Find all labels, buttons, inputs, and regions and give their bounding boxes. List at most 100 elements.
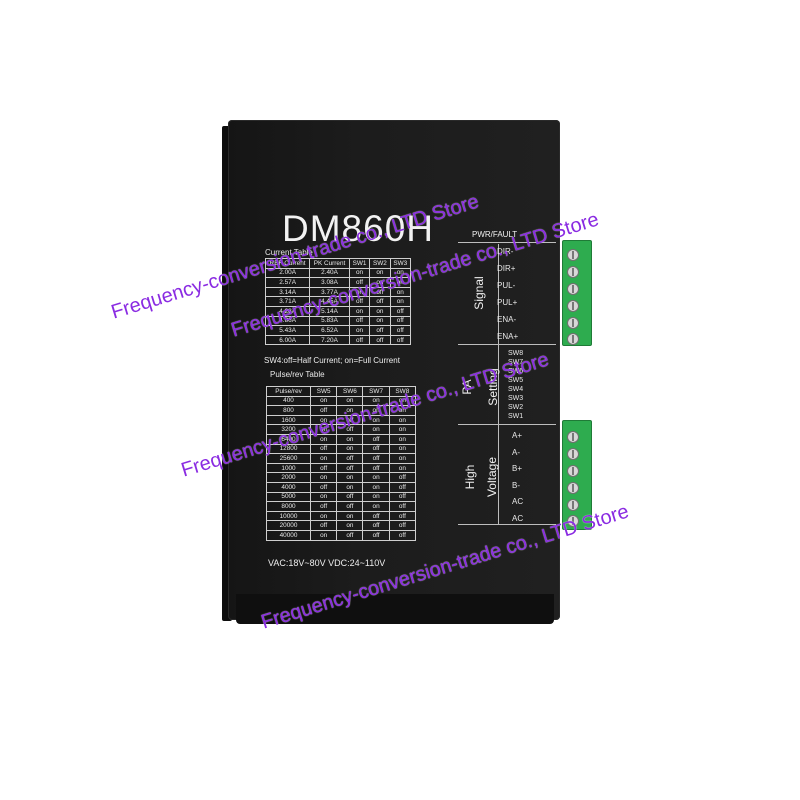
table-cell: off	[388, 510, 417, 522]
pin-pul-minus: PUL-	[497, 281, 516, 290]
screw-terminal	[567, 266, 579, 278]
power-terminal-block	[562, 420, 592, 530]
switch-label-sw2: SW2	[508, 404, 524, 411]
screw-terminal	[567, 283, 579, 295]
table-cell: off	[388, 501, 417, 512]
pin-ena-plus: ENA+	[497, 332, 519, 341]
table-cell: on	[310, 472, 338, 483]
table-cell: 20000	[265, 520, 312, 531]
table-header-cell: SW2	[369, 258, 391, 269]
table-cell: on	[388, 462, 417, 474]
screw-terminal	[567, 431, 579, 443]
table-cell: 800	[265, 405, 312, 416]
panel-divider-top	[458, 242, 556, 243]
table-cell: off	[362, 462, 390, 474]
switch-label-sw1: SW1	[508, 413, 524, 420]
voltage-note: VAC:18V~80V VDC:24~110V	[268, 558, 386, 568]
table-cell: off	[388, 481, 417, 493]
table-cell: 2.40A	[309, 267, 350, 279]
screw-terminal	[567, 499, 579, 511]
table-cell: on	[336, 510, 364, 522]
table-cell: off	[369, 325, 391, 336]
table-cell: 6.52A	[309, 325, 350, 336]
table-cell: 6.00A	[264, 334, 311, 346]
table-header-cell: SW6	[336, 386, 364, 397]
screw-terminal	[567, 249, 579, 261]
table-cell: on	[362, 501, 390, 512]
table-cell: 7.20A	[309, 334, 350, 346]
screw-terminal	[567, 515, 579, 527]
switch-label-sw7: SW7	[508, 359, 524, 366]
switch-label-sw5: SW5	[508, 377, 524, 384]
table-cell: off	[389, 325, 412, 336]
table-cell: off	[369, 334, 391, 346]
pin-ac-1: AC	[512, 497, 524, 506]
table-cell: 5000	[265, 491, 312, 503]
table-cell: on	[348, 325, 371, 336]
table-cell: on	[369, 305, 391, 317]
pin-b-plus: B+	[512, 464, 523, 473]
table-cell: off	[310, 501, 338, 512]
table-cell: 8000	[265, 501, 312, 512]
panel-divider-vertical	[498, 244, 499, 524]
table-cell: off	[362, 433, 390, 445]
panel-divider-pa	[458, 424, 556, 425]
model-name: DM860H	[282, 208, 434, 249]
switch-label-sw4: SW4	[508, 386, 524, 393]
table-cell: off	[362, 529, 390, 541]
table-cell: 40000	[265, 529, 312, 541]
table-cell: off	[348, 334, 371, 346]
table-cell: off	[362, 443, 390, 455]
table-cell: on	[336, 520, 364, 531]
pin-a-minus: A-	[512, 448, 520, 457]
table-cell: off	[336, 462, 364, 474]
signal-terminal-block	[562, 240, 592, 346]
table-cell: off	[362, 453, 390, 464]
switch-label-sw6: SW6	[508, 368, 524, 375]
panel-divider-bottom	[458, 524, 556, 525]
table-cell: off	[310, 462, 338, 474]
table-cell: off	[310, 481, 338, 493]
table-cell: 2.57A	[264, 277, 311, 288]
table-cell: on	[388, 443, 417, 455]
pin-ac-2: AC	[512, 514, 524, 523]
table-cell: off	[348, 315, 371, 327]
table-cell: off	[336, 501, 364, 512]
screw-terminal	[567, 300, 579, 312]
pulse-table-title: Pulse/rev Table	[270, 370, 325, 379]
signal-group-label: Signal	[472, 276, 486, 310]
table-cell: on	[310, 453, 338, 464]
pin-pul-plus: PUL+	[497, 298, 518, 307]
table-cell: on	[336, 472, 364, 483]
table-cell: on	[348, 305, 371, 317]
table-cell: off	[310, 443, 338, 455]
driver-bottom-edge	[236, 594, 554, 624]
table-cell: off	[388, 520, 417, 531]
table-cell: on	[348, 267, 371, 279]
table-cell: 1000	[265, 462, 312, 474]
table-cell: on	[310, 510, 338, 522]
screw-terminal	[567, 448, 579, 460]
table-cell: on	[388, 433, 417, 445]
table-cell: on	[310, 529, 338, 541]
table-cell: on	[310, 491, 338, 503]
pin-ena-minus: ENA-	[497, 315, 517, 324]
pin-dir-minus: DIR-	[497, 247, 514, 256]
high-group-label: High	[463, 464, 477, 490]
table-header-cell: SW5	[310, 386, 338, 397]
screw-terminal	[567, 482, 579, 494]
sw4-note: SW4:off=Half Current; on=Full Current	[264, 356, 400, 365]
table-cell: off	[310, 520, 338, 531]
table-cell: on	[362, 472, 390, 483]
